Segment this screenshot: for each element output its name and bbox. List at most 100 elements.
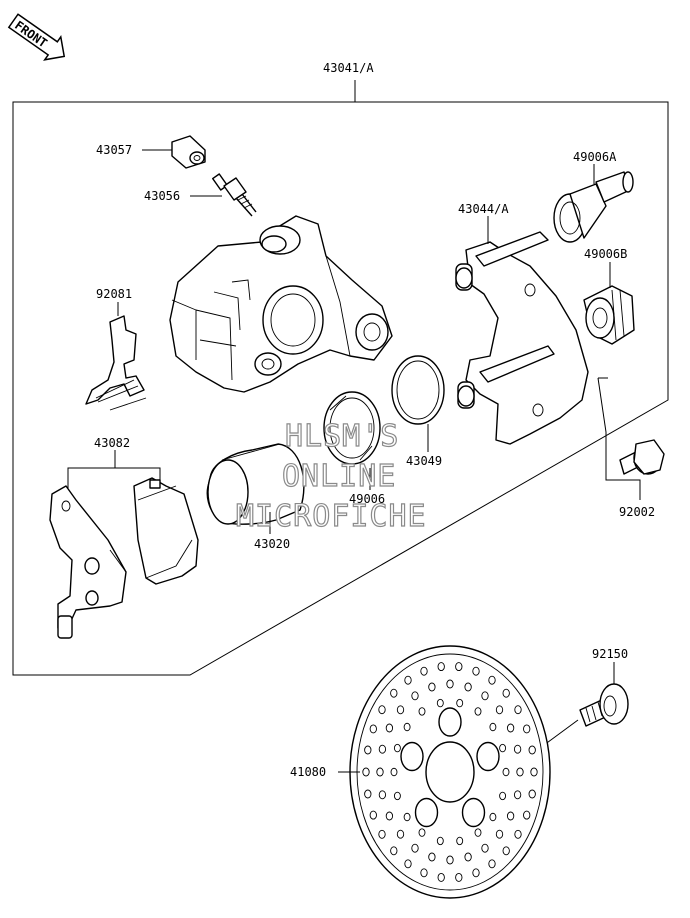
- disc-vent-hole: [474, 707, 482, 716]
- disc-vent-hole: [455, 662, 463, 672]
- disc-vent-hole: [418, 828, 426, 837]
- disc-vent-hole: [481, 843, 489, 853]
- bleeder-cap-part: [171, 135, 206, 169]
- disc-vent-hole: [514, 829, 522, 839]
- disc-vent-hole: [390, 767, 398, 777]
- label-43056: 43056: [144, 189, 180, 203]
- disc-vent-hole: [455, 872, 463, 882]
- disc-vent-hole: [446, 855, 454, 865]
- disc-vent-hole: [495, 705, 504, 715]
- disc-mount-hole: [438, 707, 462, 737]
- disc-vent-hole: [506, 723, 515, 733]
- pin-boot-a-part: [553, 171, 634, 243]
- disc-vent-hole: [456, 698, 464, 708]
- disc-vent-hole: [385, 811, 394, 821]
- brake-disc-part: [349, 645, 551, 899]
- disc-vent-hole: [528, 745, 536, 755]
- disc-vent-hole: [481, 691, 489, 701]
- disc-vent-hole: [472, 868, 480, 878]
- disc-vent-hole: [411, 843, 419, 853]
- disc-vent-hole: [499, 743, 507, 753]
- dust-seal-part: [391, 355, 445, 425]
- disc-vent-hole: [437, 872, 445, 882]
- label-49006B: 49006B: [584, 247, 627, 261]
- label-92150: 92150: [592, 647, 628, 661]
- disc-vent-hole: [378, 705, 386, 715]
- disc-vent-hole: [516, 767, 524, 777]
- disc-vent-hole: [446, 679, 454, 689]
- brake-pad-left-part: [49, 485, 127, 639]
- disc-vent-hole: [506, 811, 515, 821]
- disc-vent-hole: [530, 767, 538, 777]
- disc-vent-hole: [404, 675, 412, 685]
- disc-vent-hole: [411, 691, 419, 701]
- disc-mount-hole: [414, 797, 439, 828]
- disc-vent-hole: [378, 744, 387, 754]
- label-43049: 43049: [406, 454, 442, 468]
- label-43057: 43057: [96, 143, 132, 157]
- disc-vent-hole: [428, 852, 436, 862]
- disc-vent-hole: [488, 675, 496, 685]
- disc-vent-hole: [393, 743, 401, 753]
- disc-vent-hole: [495, 829, 504, 839]
- disc-vent-hole: [513, 744, 522, 754]
- disc-vent-hole: [396, 829, 405, 839]
- label-92081: 92081: [96, 287, 132, 301]
- disc-vent-hole: [364, 789, 372, 799]
- bolt-92150-part: [579, 683, 629, 727]
- label-49006A: 49006A: [573, 150, 617, 164]
- disc-vent-hole: [502, 846, 510, 856]
- disc-vent-hole: [428, 682, 436, 692]
- disc-vent-hole: [403, 722, 411, 732]
- label-92002: 92002: [619, 505, 655, 519]
- disc-vent-hole: [523, 810, 531, 820]
- disc-vent-hole: [436, 836, 444, 846]
- disc-vent-hole: [390, 846, 398, 856]
- caliper-bracket-part: [455, 231, 589, 445]
- assembly-outline: [12, 101, 669, 676]
- caliper-body-part: [169, 215, 393, 393]
- leader-43082: [67, 467, 161, 492]
- watermark-line-3: MICROFICHE: [236, 499, 427, 534]
- disc-vent-hole: [369, 810, 377, 820]
- pin-boot-b-part: [583, 285, 635, 345]
- disc-vent-hole: [362, 767, 370, 777]
- disc-vent-hole: [514, 705, 522, 715]
- disc-mount-hole: [461, 797, 486, 828]
- disc-vent-hole: [437, 662, 445, 672]
- disc-vent-hole: [420, 666, 428, 676]
- disc-vent-hole: [502, 688, 510, 698]
- label-43020: 43020: [254, 537, 290, 551]
- disc-mount-hole: [400, 741, 424, 772]
- disc-vent-hole: [404, 859, 412, 869]
- disc-vent-hole: [378, 790, 387, 800]
- disc-vent-hole: [456, 836, 464, 846]
- disc-vent-hole: [502, 767, 510, 777]
- label-43044A: 43044/A: [458, 202, 509, 216]
- disc-vent-hole: [474, 828, 482, 837]
- disc-vent-hole: [390, 688, 398, 698]
- disc-vent-hole: [513, 790, 522, 800]
- disc-vent-hole: [385, 723, 394, 733]
- label-41080: 41080: [290, 765, 326, 779]
- watermark-line-2: ONLINE: [282, 459, 396, 494]
- disc-vent-hole: [393, 791, 401, 801]
- disc-vent-hole: [418, 707, 426, 716]
- front-arrow-badge: FRONT: [7, 13, 66, 61]
- disc-vent-hole: [464, 682, 472, 692]
- bleeder-valve-part: [212, 173, 257, 217]
- pad-spring-part: [85, 315, 147, 411]
- disc-vent-hole: [499, 791, 507, 801]
- leader-92002: [597, 377, 641, 500]
- brake-pad-right-part: [133, 477, 199, 585]
- disc-vent-hole: [489, 812, 497, 822]
- disc-vent-hole: [420, 868, 428, 878]
- disc-vent-hole: [464, 852, 472, 862]
- disc-vent-hole: [369, 724, 377, 734]
- disc-vent-hole: [403, 812, 411, 822]
- disc-vent-hole: [523, 724, 531, 734]
- disc-vent-hole: [378, 829, 386, 839]
- label-43082: 43082: [94, 436, 130, 450]
- disc-vent-hole: [472, 666, 480, 676]
